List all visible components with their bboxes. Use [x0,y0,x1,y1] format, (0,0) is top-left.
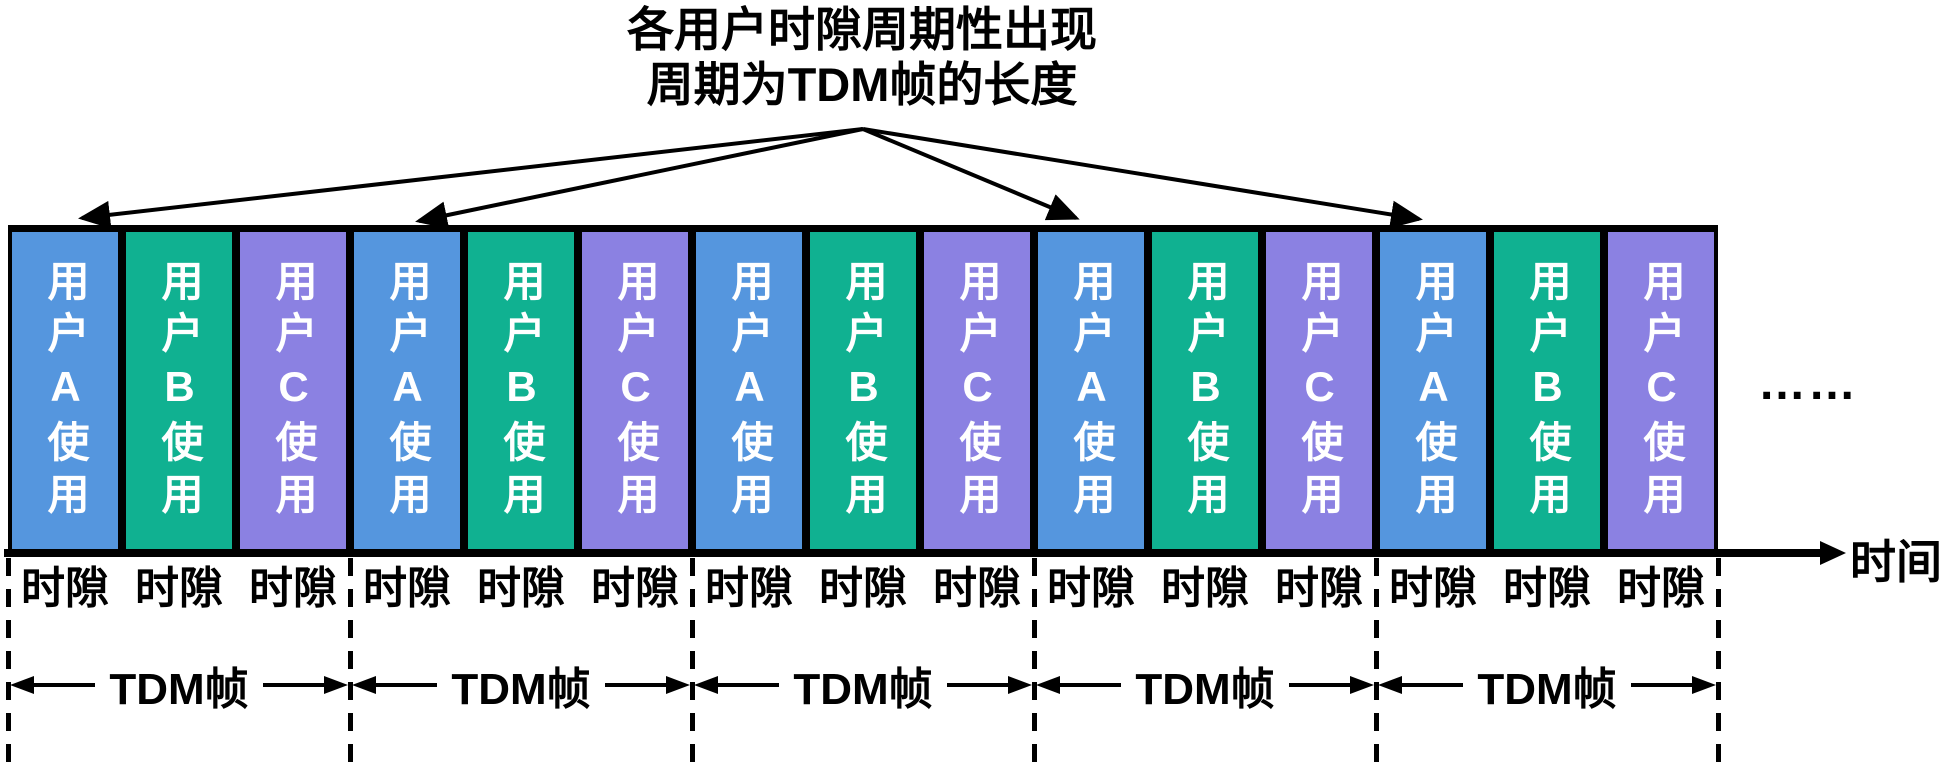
tdm-frame-label: TDM帧 [1477,665,1617,714]
tick-label: 时隙 [135,564,223,613]
arrow-left-icon [694,676,718,694]
slot-block-user-b: 用户B使用 [464,225,578,557]
slot-block-user-b: 用户B使用 [122,225,236,557]
span-line [1630,683,1692,687]
tick-label: 时隙 [819,564,907,613]
slot-block-label: 用户C使用 [270,258,317,524]
tick-label: 时隙 [591,564,679,613]
tick-label: 时隙 [1047,564,1135,613]
slot-block-user-b: 用户B使用 [806,225,920,557]
span-line [1402,683,1464,687]
tdm-frame-section: TDM帧 [1376,655,1718,715]
callout-arrow-frame2 [415,127,864,230]
slot-block-user-a: 用户A使用 [8,225,122,557]
span-line [718,683,780,687]
slot-block-user-c: 用户C使用 [1262,225,1376,557]
callout-arrow-frame1 [78,127,864,229]
slot-block-label: 用户B使用 [1182,258,1229,524]
slot-block-user-c: 用户C使用 [236,225,350,557]
slot-block-label: 用户C使用 [954,258,1001,524]
slot-block-label: 用户C使用 [1638,258,1685,524]
slot-block-label: 用户C使用 [612,258,659,524]
slot-block-user-c: 用户C使用 [920,225,1034,557]
tick-label: 时隙 [21,564,109,613]
slot-block-user-b: 用户B使用 [1490,225,1604,557]
tdm-frame-row: TDM帧 TDM帧 TDM帧 TDM帧 TDM帧 [8,655,1718,715]
arrow-left-icon [1378,676,1402,694]
slot-block-user-a: 用户A使用 [1034,225,1148,557]
tdm-frame-section: TDM帧 [350,655,692,715]
span-line [376,683,438,687]
arrow-left-icon [1036,676,1060,694]
slot-block-label: 用户A使用 [726,258,773,524]
arrow-right-icon [1008,676,1032,694]
slot-block-user-b: 用户B使用 [1148,225,1262,557]
slot-block-label: 用户B使用 [156,258,203,524]
continuation-ellipsis: …… [1758,357,1858,410]
tick-label: 时隙 [363,564,451,613]
frame-divider-dashed-line [1374,558,1379,764]
span-line [262,683,324,687]
tick-row: 时隙 时隙 时隙 时隙 时隙 时隙 时隙 时隙 时隙 时隙 时隙 时隙 时隙 时… [8,564,1718,614]
tdm-frame-label: TDM帧 [793,665,933,714]
slot-block-user-c: 用户C使用 [578,225,692,557]
slot-block-label: 用户A使用 [1410,258,1457,524]
tdm-frame-label: TDM帧 [1135,665,1275,714]
span-line [1060,683,1122,687]
tdm-frame-section: TDM帧 [1034,655,1376,715]
arrow-right-icon [666,676,690,694]
span-line [946,683,1008,687]
tick-label: 时隙 [1617,564,1705,613]
arrow-right-icon [324,676,348,694]
title-line-1: 各用户时隙周期性出现 [627,3,1097,56]
tick-label: 时隙 [477,564,565,613]
arrow-right-icon [1350,676,1374,694]
tdm-frame-label: TDM帧 [451,665,591,714]
time-axis-line [4,549,1822,557]
tick-label: 时隙 [1503,564,1591,613]
arrow-left-icon [352,676,376,694]
tdm-frame-label: TDM帧 [109,665,249,714]
tick-label: 时隙 [933,564,1021,613]
slot-block-label: 用户A使用 [1068,258,1115,524]
time-axis-label: 时间 [1850,536,1942,588]
tick-label: 时隙 [1275,564,1363,613]
span-line [34,683,96,687]
slot-block-user-a: 用户A使用 [1376,225,1490,557]
slot-block-label: 用户B使用 [840,258,887,524]
tdm-frame-section: TDM帧 [8,655,350,715]
title-line-2: 周期为TDM帧的长度 [646,58,1078,111]
span-line [1288,683,1350,687]
tick-label: 时隙 [1389,564,1477,613]
slot-block-label: 用户A使用 [384,258,431,524]
slot-block-label: 用户B使用 [1524,258,1571,524]
frame-divider-dashed-line [6,558,11,764]
callout-arrow-frame4 [862,127,1080,221]
frame-divider-dashed-line [348,558,353,764]
callout-arrow-frame5 [862,127,1423,229]
time-axis-arrowhead-icon [1820,541,1846,565]
slot-block-user-c: 用户C使用 [1604,225,1718,557]
diagram-title: 各用户时隙周期性出现 周期为TDM帧的长度 [312,2,1412,112]
slot-block-label: 用户A使用 [42,258,89,524]
arrow-left-icon [10,676,34,694]
tick-label: 时隙 [705,564,793,613]
slot-block-label: 用户B使用 [498,258,545,524]
arrow-right-icon [1692,676,1716,694]
slot-row: 用户A使用 用户B使用 用户C使用 用户A使用 用户B使用 用户C使用 用户A使… [8,225,1718,557]
tdm-frame-section: TDM帧 [692,655,1034,715]
tick-label: 时隙 [1161,564,1249,613]
slot-block-user-a: 用户A使用 [350,225,464,557]
slot-block-user-a: 用户A使用 [692,225,806,557]
frame-divider-dashed-line [690,558,695,764]
tick-label: 时隙 [249,564,337,613]
frame-divider-dashed-line [1716,558,1721,764]
slot-block-label: 用户C使用 [1296,258,1343,524]
frame-divider-dashed-line [1032,558,1037,764]
span-line [604,683,666,687]
